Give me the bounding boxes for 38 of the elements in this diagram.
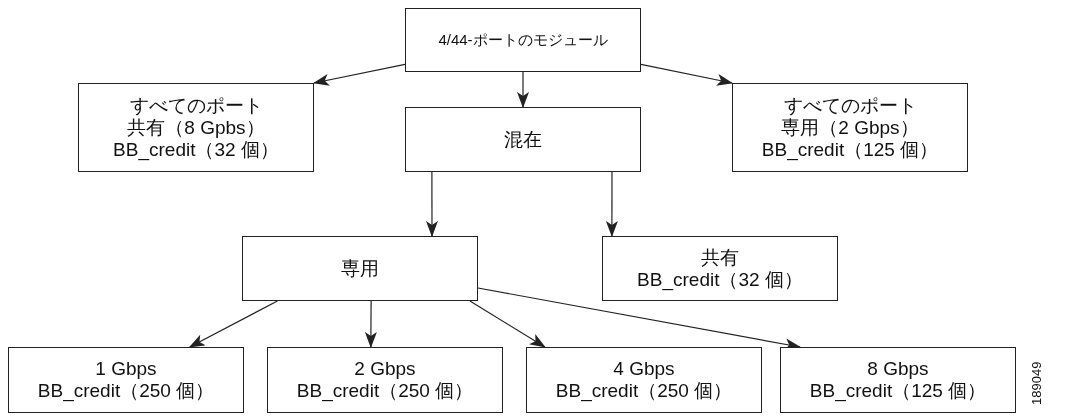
label-box bbox=[526, 347, 762, 413]
box-text: 専用（2 Gbps） bbox=[781, 116, 919, 139]
box-text: 2 Gbps bbox=[354, 358, 416, 380]
box-text: 共有（8 Gpbs） bbox=[127, 116, 265, 139]
box-text: 4/44-ポートのモジュール bbox=[438, 30, 608, 50]
arrow bbox=[364, 300, 377, 348]
box-text: BB_credit（32 個） bbox=[113, 138, 279, 161]
box-text: 混在 bbox=[504, 128, 542, 151]
box-text: 1 Gbps bbox=[95, 358, 157, 380]
box-text: BB_credit（32 個） bbox=[637, 268, 803, 291]
label-box bbox=[242, 236, 478, 301]
box-text: 8 Gbps bbox=[867, 358, 929, 380]
label-box bbox=[267, 347, 503, 413]
box-text: すべてのポート bbox=[129, 94, 263, 117]
label-box bbox=[780, 347, 1016, 413]
box-text: 4 Gbps bbox=[613, 358, 675, 380]
label-box bbox=[405, 107, 641, 172]
label-box bbox=[78, 83, 314, 172]
box-text: BB_credit（250 個） bbox=[37, 380, 215, 402]
box-text: すべてのポート bbox=[783, 94, 917, 117]
label-box bbox=[732, 83, 968, 172]
box-text: BB_credit（250 個） bbox=[555, 380, 733, 402]
arrow bbox=[425, 171, 438, 237]
arrow bbox=[469, 300, 546, 348]
figure-number: 189049 bbox=[1027, 360, 1045, 407]
arrow bbox=[313, 63, 406, 86]
box-text: BB_credit（125 個） bbox=[761, 138, 939, 161]
box-text: BB_credit（125 個） bbox=[809, 380, 987, 402]
box-text: BB_credit（250 個） bbox=[296, 380, 474, 402]
arrow bbox=[188, 300, 278, 348]
label-box bbox=[8, 347, 244, 413]
box-text: 共有 bbox=[701, 246, 739, 269]
arrow bbox=[640, 63, 733, 86]
arrow bbox=[605, 171, 618, 237]
arrow bbox=[517, 71, 529, 108]
box-text: 専用 bbox=[341, 257, 379, 280]
label-box bbox=[405, 8, 641, 72]
label-box bbox=[602, 236, 838, 301]
